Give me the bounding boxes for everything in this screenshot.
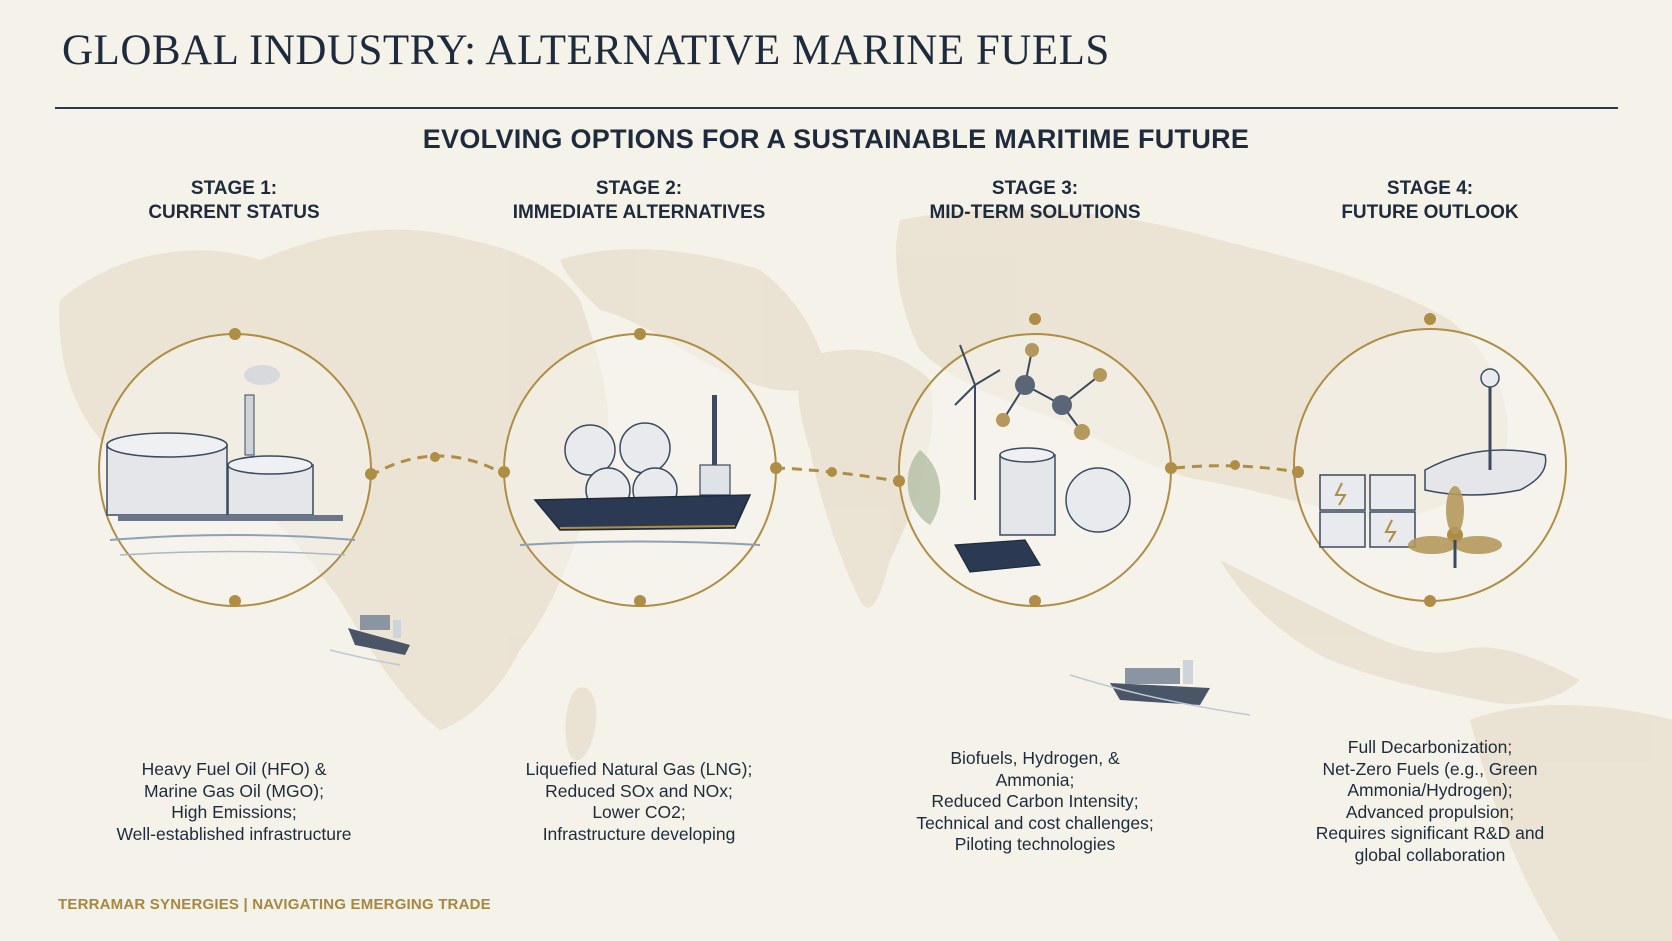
stage-4-desc-line: Requires significant R&D and [1315, 823, 1545, 843]
stage-2-number: STAGE 2: [595, 178, 683, 199]
connector-2-3-midpoint [827, 467, 837, 477]
battery-propeller-icon [1319, 368, 1547, 568]
stage-1-desc-line: High Emissions; [171, 802, 297, 822]
map-southeast-asia [1220, 560, 1580, 704]
connector-1-2-midpoint [430, 452, 440, 462]
stage-2-heading: STAGE 2: IMMEDIATE ALTERNATIVES [479, 177, 799, 225]
map-australia-edge [1470, 705, 1672, 941]
renewable-molecule-icon [907, 343, 1131, 573]
stage-1-title: CURRENT STATUS [148, 202, 320, 223]
stage-4-heading: STAGE 4: FUTURE OUTLOOK [1270, 177, 1590, 225]
stage-3-description: Biofuels, Hydrogen, & Ammonia; Reduced C… [875, 748, 1195, 856]
stage-1-description: Heavy Fuel Oil (HFO) & Marine Gas Oil (M… [74, 759, 394, 845]
page-subtitle: EVOLVING OPTIONS FOR A SUSTAINABLE MARIT… [422, 124, 1250, 154]
stage-3-desc-line: Piloting technologies [954, 834, 1116, 854]
page-title: GLOBAL INDUSTRY: ALTERNATIVE MARINE FUEL… [62, 27, 1110, 74]
lng-carrier-ship-icon [519, 395, 761, 546]
stage-1-number: STAGE 1: [190, 178, 278, 199]
stage-4-node [1292, 313, 1567, 607]
map-madagascar [565, 687, 597, 761]
stage-3-node [893, 313, 1177, 607]
stage-2-desc-line: Lower CO2; [592, 802, 686, 822]
connector-3-4-midpoint [1230, 460, 1240, 470]
stage-3-desc-line: Ammonia; [995, 769, 1075, 790]
cargo-ship-icon [1069, 660, 1251, 716]
stage-1-desc-line: Well-established infrastructure [116, 823, 352, 844]
map-middle-east [560, 249, 830, 391]
stage-4-desc-line: global collaboration [1354, 844, 1506, 865]
stage-4-desc-line: Full Decarbonization; [1347, 737, 1513, 757]
stage-2-title: IMMEDIATE ALTERNATIVES [512, 202, 766, 223]
map-india [798, 349, 933, 608]
title-divider [55, 107, 1618, 109]
stage-4-title: FUTURE OUTLOOK [1341, 202, 1519, 223]
stage-2-desc-line: Liquefied Natural Gas (LNG); [525, 759, 753, 779]
stage-2-desc-line: Reduced SOx and NOx; [545, 780, 733, 801]
stage-2-desc-line: Infrastructure developing [542, 823, 736, 844]
stage-4-desc-line: Ammonia/Hydrogen); [1347, 780, 1513, 800]
stage-2-node [498, 328, 782, 607]
footer-brand: TERRAMAR SYNERGIES | NAVIGATING EMERGING… [58, 896, 491, 913]
stage-3-number: STAGE 3: [991, 178, 1079, 199]
stage-1-heading: STAGE 1: CURRENT STATUS [74, 177, 394, 225]
stage-1-node [98, 328, 377, 607]
oil-tank-refinery-icon [106, 365, 356, 556]
stage-3-title: MID-TERM SOLUTIONS [929, 202, 1141, 223]
stage-3-desc-line: Reduced Carbon Intensity; [931, 791, 1139, 811]
stage-4-number: STAGE 4: [1386, 178, 1474, 199]
cargo-ship-icon [329, 615, 410, 666]
stage-4-desc-line: Advanced propulsion; [1345, 801, 1515, 822]
stage-4-desc-line: Net-Zero Fuels (e.g., Green [1322, 758, 1538, 779]
stage-3-desc-line: Biofuels, Hydrogen, & [950, 748, 1120, 768]
stage-1-desc-line: Heavy Fuel Oil (HFO) & [141, 759, 327, 779]
stage-3-desc-line: Technical and cost challenges; [916, 812, 1154, 833]
stage-1-desc-line: Marine Gas Oil (MGO); [144, 780, 324, 801]
stage-3-heading: STAGE 3: MID-TERM SOLUTIONS [875, 177, 1195, 225]
stage-2-description: Liquefied Natural Gas (LNG); Reduced SOx… [479, 759, 799, 845]
stage-4-description: Full Decarbonization; Net-Zero Fuels (e.… [1270, 737, 1590, 866]
